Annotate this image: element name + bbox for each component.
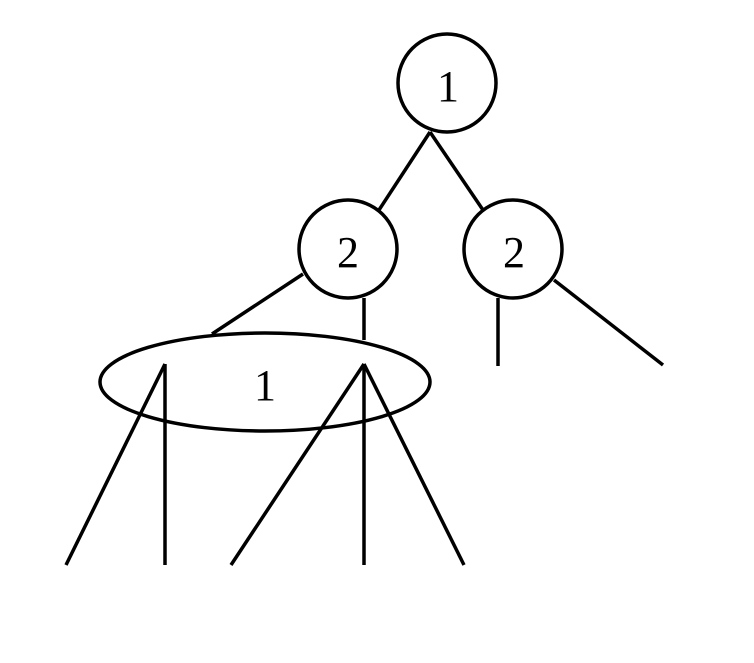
- right-child-node-circle: [462, 198, 564, 300]
- edge-merged-b-right: [362, 363, 466, 566]
- edge-left-child-to-merged-node-a: [211, 272, 304, 336]
- right-child-node: 2: [462, 198, 564, 300]
- merged-node-label: 1: [254, 361, 276, 410]
- left-child-node: 2: [297, 198, 399, 300]
- root-node-circle: [396, 32, 498, 134]
- edge-merged-a-left: [64, 363, 167, 566]
- merged-node-edges: [64, 363, 466, 566]
- root-node: 1: [396, 32, 498, 134]
- left-child-node-label: 2: [337, 228, 359, 277]
- edge-right-child-diagonal: [552, 278, 665, 367]
- edges: [211, 131, 665, 367]
- edge-root-to-left-child: [377, 131, 432, 211]
- edge-merged-b-left: [229, 363, 366, 566]
- edge-root-to-right-child: [428, 131, 485, 211]
- root-node-label: 1: [437, 62, 459, 111]
- merged-node: 1: [98, 331, 432, 433]
- merged-node-ellipse: [98, 331, 432, 433]
- right-child-node-label: 2: [503, 228, 525, 277]
- left-child-node-circle: [297, 198, 399, 300]
